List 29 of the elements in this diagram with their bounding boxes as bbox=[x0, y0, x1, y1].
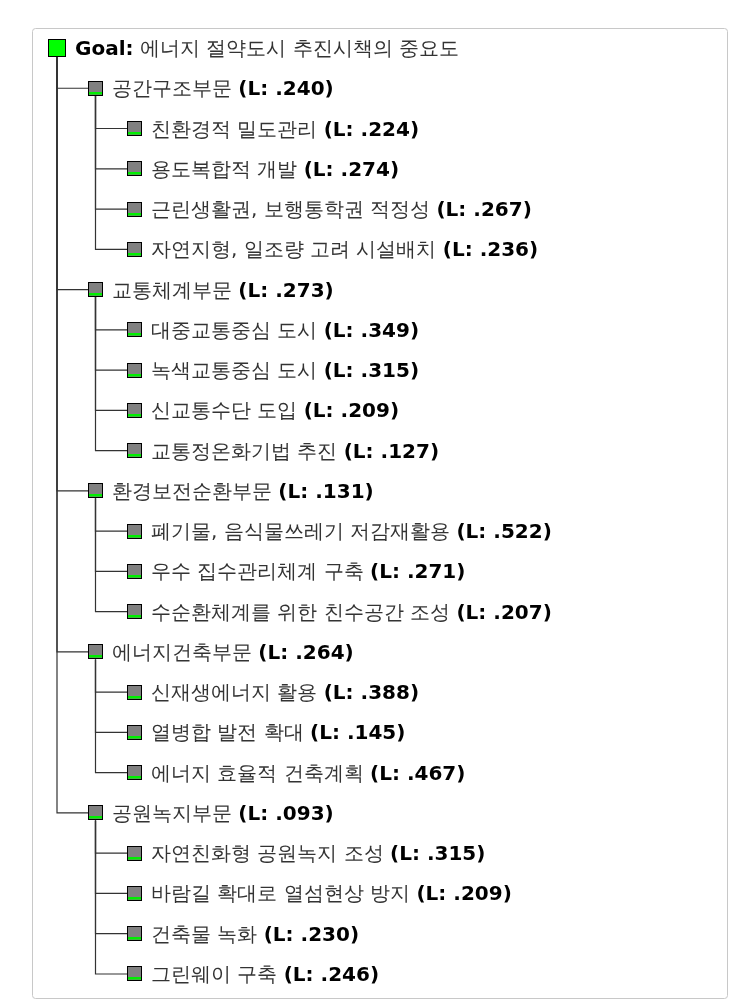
criterion-label: 근린생활권, 보행통학권 적정성 (L: .267) bbox=[151, 198, 532, 221]
tree-connector bbox=[94, 819, 128, 975]
criterion-label: 용도복합적 개발 (L: .274) bbox=[151, 157, 400, 180]
criterion-label: 친환경적 밀도관리 (L: .224) bbox=[151, 117, 420, 140]
criterion-label: 그린웨이 구축 (L: .246) bbox=[151, 962, 380, 985]
criterion-label: 수순환체계를 위한 친수공간 조성 (L: .207) bbox=[151, 600, 552, 623]
criterion-label: 자연친화형 공원녹지 조성 (L: .315) bbox=[151, 842, 486, 865]
tree-connector bbox=[94, 658, 128, 774]
criterion-label: 환경보전순환부문 (L: .131) bbox=[112, 479, 374, 502]
tree-connector bbox=[94, 296, 128, 452]
criterion-label: 신교통수단 도입 (L: .209) bbox=[151, 399, 400, 422]
criterion-label: 폐기물, 음식물쓰레기 저감재활용 (L: .522) bbox=[151, 520, 552, 543]
criterion-label: 자연지형, 일조량 고려 시설배치 (L: .236) bbox=[151, 238, 539, 261]
criterion-label: 바람길 확대로 열섬현상 방지 (L: .209) bbox=[151, 882, 512, 905]
criterion-label: 에너지건축부문 (L: .264) bbox=[112, 640, 354, 663]
criterion-label: 공원녹지부문 (L: .093) bbox=[112, 801, 334, 824]
criterion-label: 신재생에너지 활용 (L: .388) bbox=[151, 681, 420, 704]
criterion-label: 건축물 녹화 (L: .230) bbox=[151, 922, 360, 945]
criterion-label: 에너지 효율적 건축계획 (L: .467) bbox=[151, 761, 466, 784]
tree-connector bbox=[94, 497, 128, 613]
goal-label: Goal: 에너지 절약도시 추진시책의 중요도 bbox=[75, 37, 459, 59]
criterion-label: 대중교통중심 도시 (L: .349) bbox=[151, 318, 420, 341]
criterion-label: 우수 집수관리체계 구축 (L: .271) bbox=[151, 560, 466, 583]
criterion-label: 교통정온화기법 추진 (L: .127) bbox=[151, 439, 440, 462]
criterion-label: 공간구조부문 (L: .240) bbox=[112, 77, 334, 100]
criterion-label: 교통체계부문 (L: .273) bbox=[112, 278, 334, 301]
criterion-label: 녹색교통중심 도시 (L: .315) bbox=[151, 359, 420, 382]
criterion-label: 열병합 발전 확대 (L: .145) bbox=[151, 721, 406, 744]
tree-connector bbox=[94, 95, 128, 250]
